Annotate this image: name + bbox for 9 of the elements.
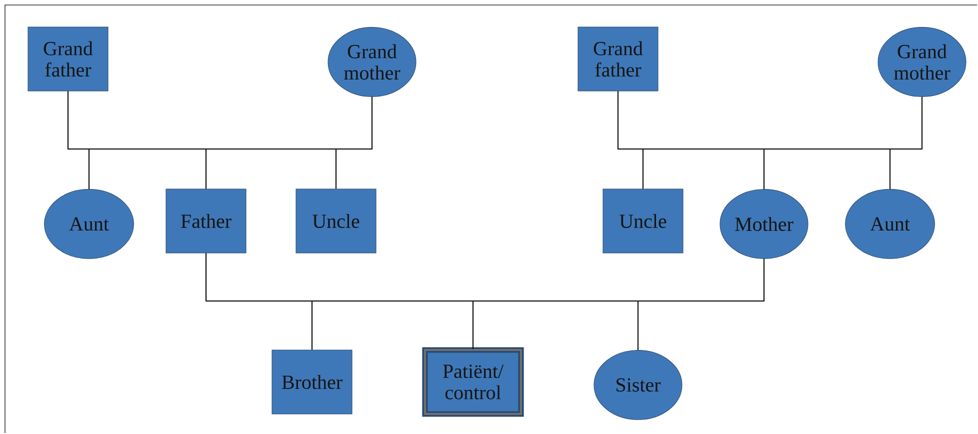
male-square: Uncle <box>602 188 684 254</box>
male-square: Grand father <box>578 26 658 92</box>
pedigree-line <box>890 96 922 190</box>
male-square: Uncle <box>296 188 376 254</box>
pedigree-line <box>638 258 764 351</box>
male-square: Father <box>166 188 246 254</box>
patient-square: Patiënt/ control <box>422 347 524 417</box>
male-square: Grand father <box>28 26 108 92</box>
male-square: Brother <box>272 350 352 414</box>
